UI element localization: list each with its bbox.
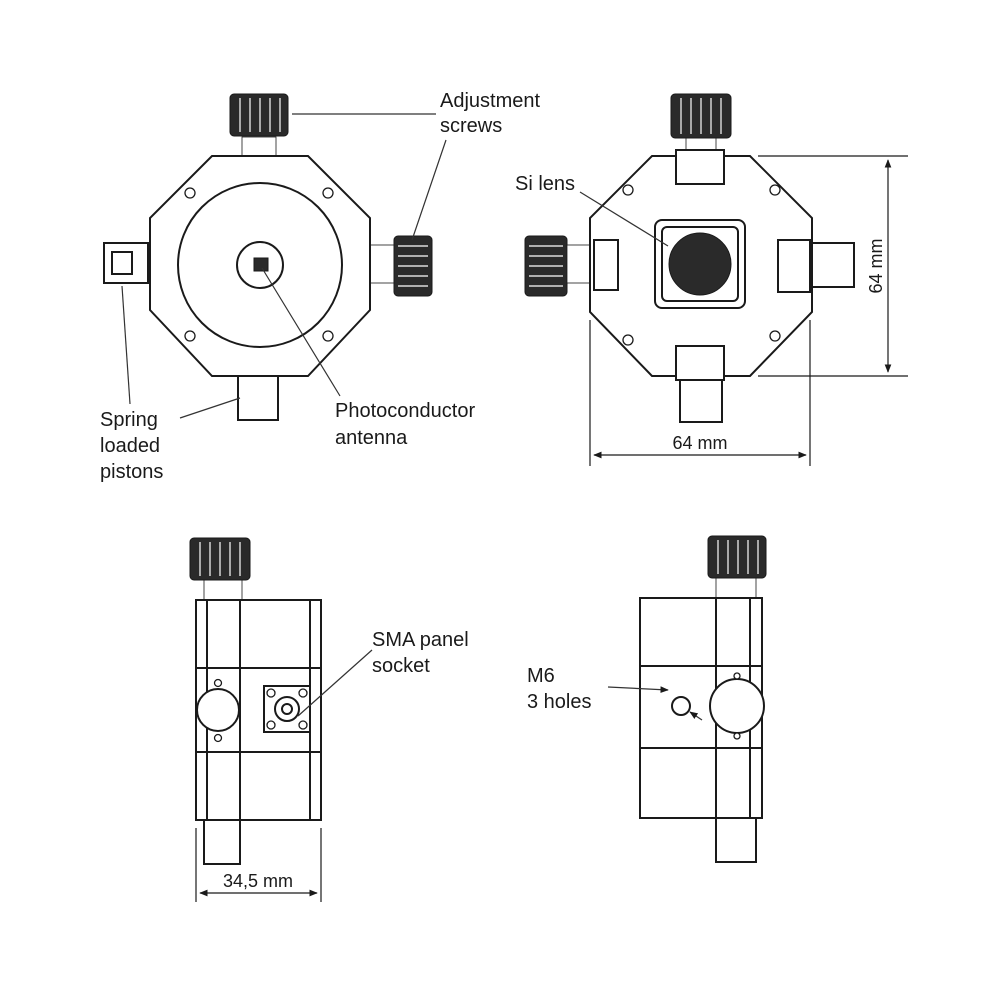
front-view [103,93,433,421]
back-right-piston [811,242,855,288]
m6-top-knob [707,535,767,599]
width-dimension [589,320,811,466]
back-right-tab [777,239,811,293]
front-window-ring [177,182,343,348]
label-photoconductor-1: Photoconductor [335,400,475,422]
back-top-knob [670,93,732,156]
leader-lines [121,113,703,721]
si-lens [668,232,732,296]
label-adjustment-screws-2: screws [440,115,502,137]
side-bottom-piston [203,819,241,865]
label-photoconductor-2: antenna [335,427,408,449]
label-adjustment-screws-1: Adjustment [440,90,540,112]
photoconductor-chip [253,257,269,272]
height-dimension [758,155,908,377]
bottom-spring-piston [237,373,279,421]
side-view-m6 [639,535,767,863]
back-left-knob [524,235,594,297]
side-top-knob [189,537,251,601]
label-m6-2: 3 holes [527,691,592,713]
left-spring-piston [103,242,149,284]
m6-side-knob [709,678,765,734]
antenna-mount [236,241,284,289]
label-sma-1: SMA panel [372,629,469,651]
label-m6-1: M6 [527,665,555,687]
label-spring-loaded-1: Spring [100,409,158,431]
back-mounting-screws [622,184,781,346]
dimension-labels: 64 mm 64 mm 34,5 mm [223,238,886,891]
back-bottom-tab [675,345,725,381]
lens-housing-inner [661,226,739,302]
label-si-lens: Si lens [515,173,575,195]
depth-dimension [195,828,322,902]
top-adjustment-knob [229,93,289,160]
front-mounting-screws [184,187,334,342]
dim-depth-text: 34,5 mm [223,871,293,891]
dim-width-text: 64 mm [672,433,727,453]
side-view-sma [189,537,322,902]
back-view [524,93,908,466]
callout-labels: Adjustment screws Si lens Spring loaded … [100,90,592,713]
m6-bottom-piston [715,817,757,863]
dim-height-text: 64 mm [866,238,886,293]
lens-housing-outer [654,219,746,309]
back-top-tab [675,149,725,185]
label-sma-2: socket [372,655,430,677]
sma-panel-socket [263,685,311,733]
back-left-tab [593,239,619,291]
back-bottom-piston [679,373,723,423]
label-spring-loaded-3: pistons [100,461,163,483]
right-adjustment-knob [367,235,433,297]
m6-hole [671,696,691,716]
side-piston-port [196,688,240,732]
label-spring-loaded-2: loaded [100,435,160,457]
